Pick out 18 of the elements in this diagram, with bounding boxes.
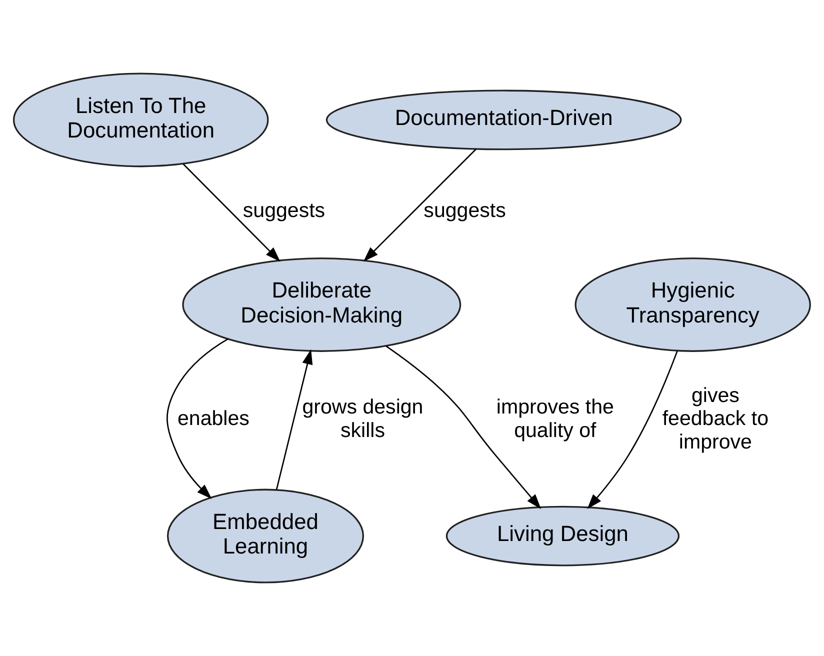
node-ellipse: Hygienic Transparency bbox=[574, 258, 811, 352]
edge-label: suggests bbox=[242, 199, 326, 222]
arrow bbox=[182, 164, 280, 262]
edge-label: gives feedback to improve bbox=[662, 384, 769, 454]
arrow bbox=[363, 148, 477, 262]
arrow bbox=[166, 338, 228, 499]
node-ellipse: Embedded Learning bbox=[166, 488, 364, 584]
arrow bbox=[386, 345, 542, 510]
arrow bbox=[587, 350, 678, 510]
edge-label: suggests bbox=[424, 199, 506, 222]
edge-label: enables bbox=[177, 407, 250, 430]
edge-label: grows design skills bbox=[302, 396, 424, 442]
node-ellipse: Deliberate Decision-Making bbox=[182, 258, 462, 352]
edge-label: improves the quality of bbox=[496, 396, 614, 442]
node-ellipse: Documentation-Driven bbox=[326, 90, 682, 150]
arrow bbox=[276, 349, 313, 490]
node-ellipse: Living Design bbox=[446, 506, 680, 566]
node-ellipse: Listen To The Documentation bbox=[12, 72, 269, 168]
